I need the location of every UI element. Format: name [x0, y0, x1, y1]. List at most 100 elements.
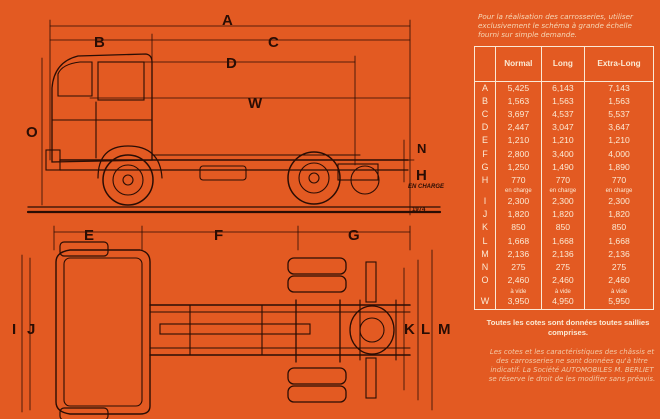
- table-cell: 2,136: [541, 248, 586, 262]
- table-cell: 275: [611, 261, 627, 272]
- en-charge-caption: EN CHARGE: [408, 184, 445, 190]
- table-cell: 850: [495, 221, 542, 235]
- col-header-long: Long: [541, 47, 586, 82]
- dim-label-e: E: [84, 227, 95, 244]
- table-cell: 5,950: [608, 296, 630, 307]
- table-cell: 7,143: [608, 82, 630, 93]
- row-letter: I: [475, 195, 496, 209]
- dim-label-k: K: [404, 321, 415, 338]
- row-letter: K: [475, 221, 496, 235]
- table-cell: 4,950: [541, 295, 586, 309]
- table-cell: 2,136: [495, 248, 542, 262]
- table-cell: 1,820: [495, 208, 542, 222]
- dim-label-o: O: [26, 124, 38, 141]
- table-cell: 1,250: [495, 161, 542, 175]
- row-letter: H: [475, 174, 496, 188]
- table-corner: [475, 47, 496, 82]
- row-letter: A: [475, 81, 496, 96]
- col-header-normal: Normal: [495, 47, 542, 82]
- table-cell: 1,563: [495, 95, 542, 109]
- table-cell: 5,425: [495, 81, 542, 96]
- dim-label-g: G: [348, 227, 360, 244]
- table-cell: 2,300: [541, 195, 586, 209]
- row-letter: G: [475, 161, 496, 175]
- table-cell: 3,047: [541, 121, 586, 135]
- table-cell: 6,143: [541, 81, 586, 96]
- row-letter: B: [475, 95, 496, 109]
- table-cell: 1,490: [541, 161, 586, 175]
- table-cell: 1,563: [541, 95, 586, 109]
- dim-label-m: M: [438, 321, 451, 338]
- dim-label-n: N: [417, 141, 427, 156]
- dim-label-a: A: [222, 12, 233, 29]
- dim-label-w: W: [248, 95, 263, 112]
- table-cell: 1,210: [608, 135, 630, 146]
- dim-label-j: J: [27, 321, 36, 338]
- bold-note: Toutes les cotes sont données toutes sai…: [486, 318, 650, 337]
- col-header-extra-long: Extra-Long: [584, 47, 653, 82]
- table-cell: à vide: [541, 287, 586, 296]
- dim-label-h: H: [416, 167, 427, 184]
- table-cell: 1,668: [495, 234, 542, 249]
- table-cell: 770: [541, 174, 586, 188]
- ground-caption: 1974: [412, 207, 426, 213]
- table-cell: 2,460: [608, 275, 630, 286]
- table-cell: 1,820: [608, 209, 630, 220]
- table-cell: 2,300: [608, 196, 630, 207]
- table-cell: 2,136: [608, 248, 630, 259]
- truck-top-view: [55, 241, 411, 419]
- row-letter: F: [475, 147, 496, 162]
- row-letter: N: [475, 261, 496, 275]
- dim-label-c: C: [268, 34, 279, 51]
- table-cell: 1,820: [541, 208, 586, 222]
- table-cell: 1,668: [541, 234, 586, 249]
- truck-side-view: [26, 53, 442, 214]
- table-cell: 1,668: [608, 235, 630, 246]
- table-cell: 5,537: [608, 109, 630, 120]
- row-letter: L: [475, 234, 496, 249]
- table-cell: 4,000: [608, 148, 630, 159]
- table-cell: 3,400: [541, 147, 586, 162]
- table-cell: 1,210: [541, 134, 586, 148]
- row-letter: C: [475, 108, 496, 122]
- row-letter: J: [475, 208, 496, 222]
- table-cell: 770: [611, 174, 627, 185]
- table-cell: en charge: [605, 188, 633, 195]
- table-cell: 850: [541, 221, 586, 235]
- table-cell: 850: [611, 222, 627, 233]
- row-letter: W: [475, 295, 496, 309]
- table-cell: à vide: [495, 287, 542, 296]
- disclaimer-note: Les cotes et les caractéristiques des ch…: [488, 348, 656, 383]
- row-letter: D: [475, 121, 496, 135]
- dim-label-f: F: [214, 227, 224, 244]
- table-cell: 4,537: [541, 108, 586, 122]
- table-cell: 2,460: [495, 274, 542, 288]
- table-cell: 275: [541, 261, 586, 275]
- dim-label-l: L: [421, 321, 431, 338]
- table-cell: 2,800: [495, 147, 542, 162]
- table-cell: à vide: [611, 288, 628, 295]
- intro-note: Pour la réalisation des carrosseries, ut…: [478, 12, 633, 39]
- table-cell: 770: [495, 174, 542, 188]
- dimension-lines-top-view: [21, 225, 433, 413]
- table-cell: 1,563: [608, 96, 630, 106]
